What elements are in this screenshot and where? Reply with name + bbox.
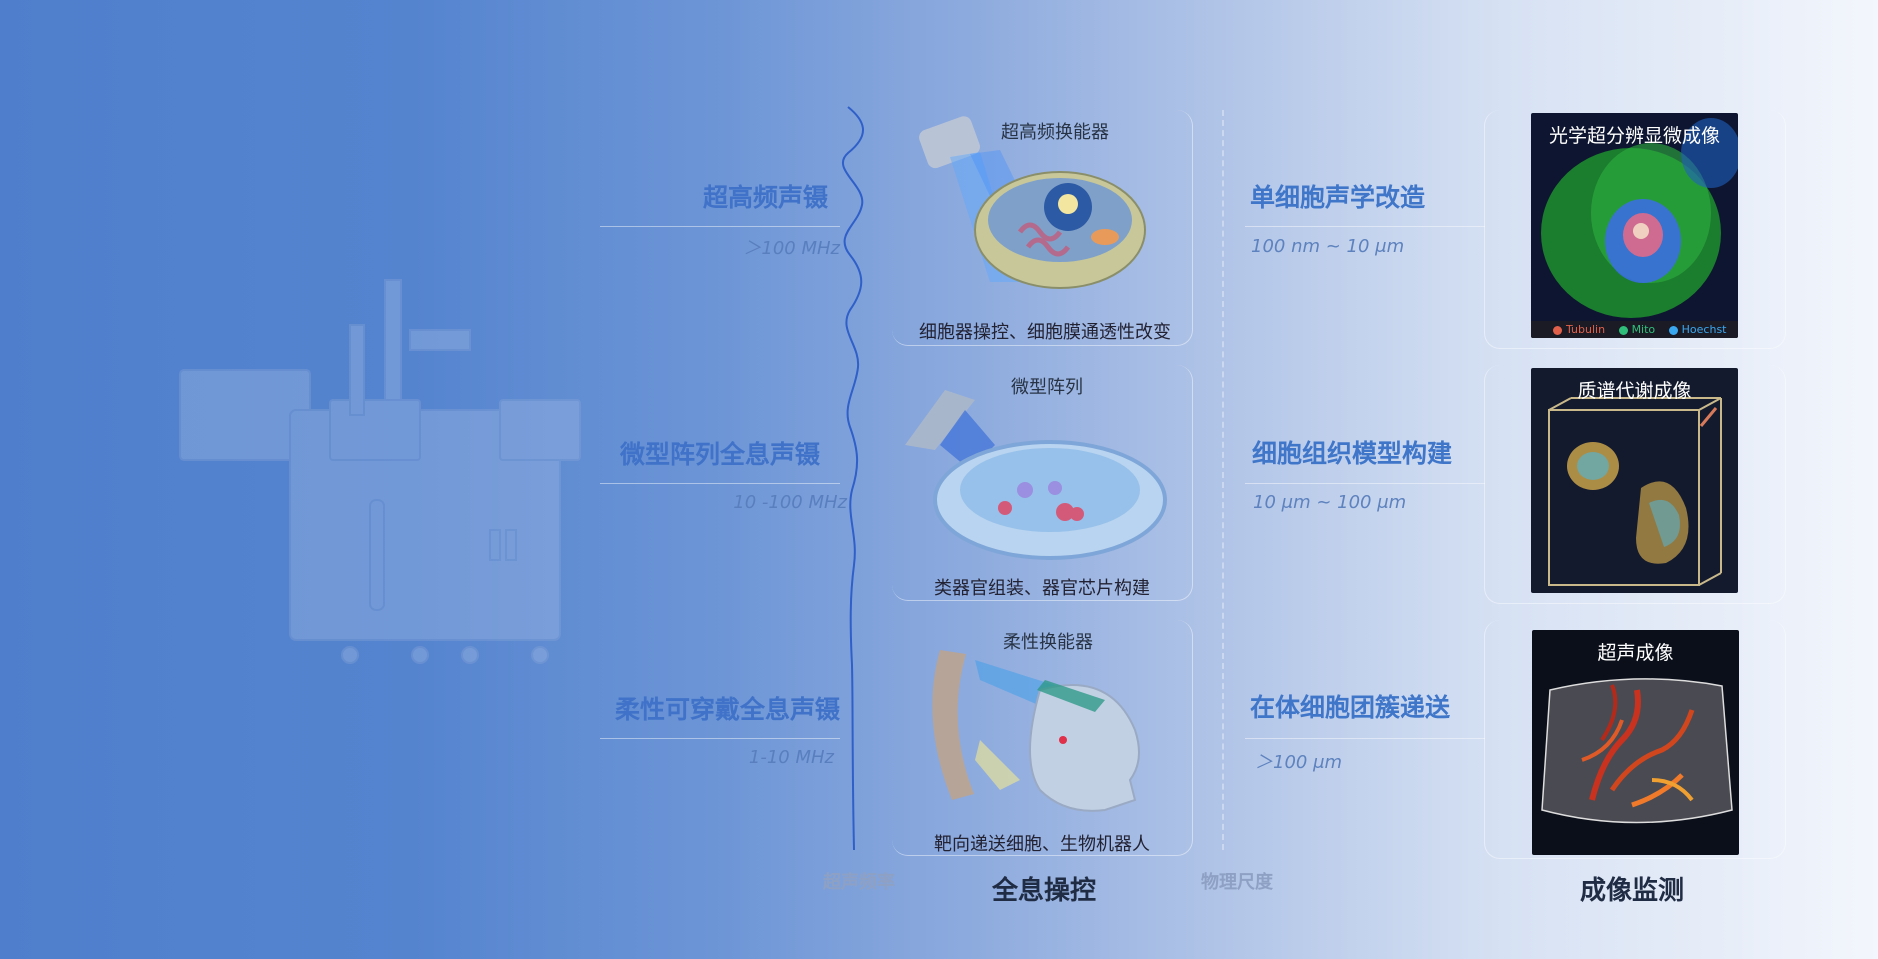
- freq-value-3: 1-10 MHz: [748, 747, 834, 768]
- card-3-top-label: 柔性换能器: [1003, 632, 1093, 653]
- imaging-panel-microscopy: 光学超分辨显微成像 Tubulin Mito Hoechst: [1531, 113, 1738, 338]
- scale-divider-1: [1245, 226, 1485, 227]
- legend-mito: Mito: [1618, 323, 1656, 336]
- microscopy-title: 光学超分辨显微成像: [1548, 125, 1720, 147]
- card-1-caption: 细胞器操控、细胞膜通透性改变: [919, 322, 1171, 343]
- freq-divider-2: [600, 483, 840, 484]
- freq-divider-1: [600, 226, 840, 227]
- scale-divider-2: [1245, 483, 1485, 484]
- scale-value-3: ＞100 μm: [1255, 752, 1343, 773]
- imaging-frame-1: [1484, 110, 1786, 349]
- microscopy-image: [1531, 118, 1738, 338]
- legend-tubulin: Tubulin: [1553, 323, 1605, 336]
- legend-label-hoechst: Hoechst: [1681, 323, 1727, 336]
- legend-label-mito: Mito: [1631, 323, 1656, 336]
- mass-spec-title: 质谱代谢成像: [1577, 380, 1692, 402]
- card-2-top-label: 微型阵列: [1011, 377, 1083, 398]
- ultrasound-image: [1541, 678, 1733, 824]
- scale-title-1: 单细胞声学改造: [1250, 183, 1426, 212]
- scale-value-2: 10 μm ~ 100 μm: [1253, 492, 1407, 513]
- imaging-panel-ultrasound: 超声成像: [1532, 630, 1739, 855]
- flexible-transducer-illustration: [932, 650, 1140, 812]
- scale-title-2: 细胞组织模型构建: [1252, 439, 1453, 468]
- legend-dot-hoechst: [1668, 325, 1678, 335]
- column-separator: [1222, 110, 1224, 850]
- scale-title-3: 在体细胞团簇递送: [1250, 693, 1451, 722]
- microscopy-legend: Tubulin Mito Hoechst: [1553, 323, 1737, 336]
- legend-dot-mito: [1618, 325, 1628, 335]
- legend-dot-tubulin: [1553, 325, 1562, 335]
- frequency-wave-axis: [841, 106, 864, 851]
- freq-divider-3: [600, 738, 840, 739]
- imaging-frame-2: [1484, 365, 1786, 604]
- mass-spec-image: [1548, 397, 1722, 586]
- freq-title-3: 柔性可穿戴全息声镊: [614, 695, 840, 724]
- center-card-frame-1: [892, 110, 1193, 346]
- axis-label-physical-scale: 物理尺度: [1201, 872, 1273, 893]
- imaging-panel-mass-spec: 质谱代谢成像: [1531, 368, 1738, 593]
- center-card-frame-3: [892, 620, 1193, 856]
- card-2-caption: 类器官组装、器官芯片构建: [934, 578, 1150, 599]
- scale-value-1: 100 nm ~ 10 μm: [1251, 236, 1405, 257]
- instrument-illustration: [179, 279, 581, 664]
- imaging-frame-3: [1484, 620, 1786, 859]
- axis-label-frequency: 超声频率: [823, 872, 895, 893]
- freq-value-2: 10 -100 MHz: [733, 492, 847, 513]
- center-card-frame-2: [892, 365, 1193, 601]
- freq-title-1: 超高频声镊: [702, 183, 828, 212]
- freq-value-1: ＞100 MHz: [743, 238, 840, 259]
- axis-label-holographic-control: 全息操控: [992, 876, 1097, 906]
- scale-divider-3: [1245, 738, 1485, 739]
- ultrasound-title: 超声成像: [1597, 642, 1674, 664]
- card-3-caption: 靶向递送细胞、生物机器人: [934, 834, 1150, 855]
- microarray-chip-illustration: [905, 390, 1167, 560]
- freq-title-2: 微型阵列全息声镊: [619, 440, 820, 469]
- axis-label-imaging-monitoring: 成像监测: [1580, 876, 1685, 906]
- cell-organelle-illustration: [919, 116, 1146, 289]
- card-1-top-label: 超高频换能器: [1001, 122, 1109, 143]
- legend-label-tubulin: Tubulin: [1566, 323, 1606, 336]
- legend-hoechst: Hoechst: [1668, 323, 1727, 336]
